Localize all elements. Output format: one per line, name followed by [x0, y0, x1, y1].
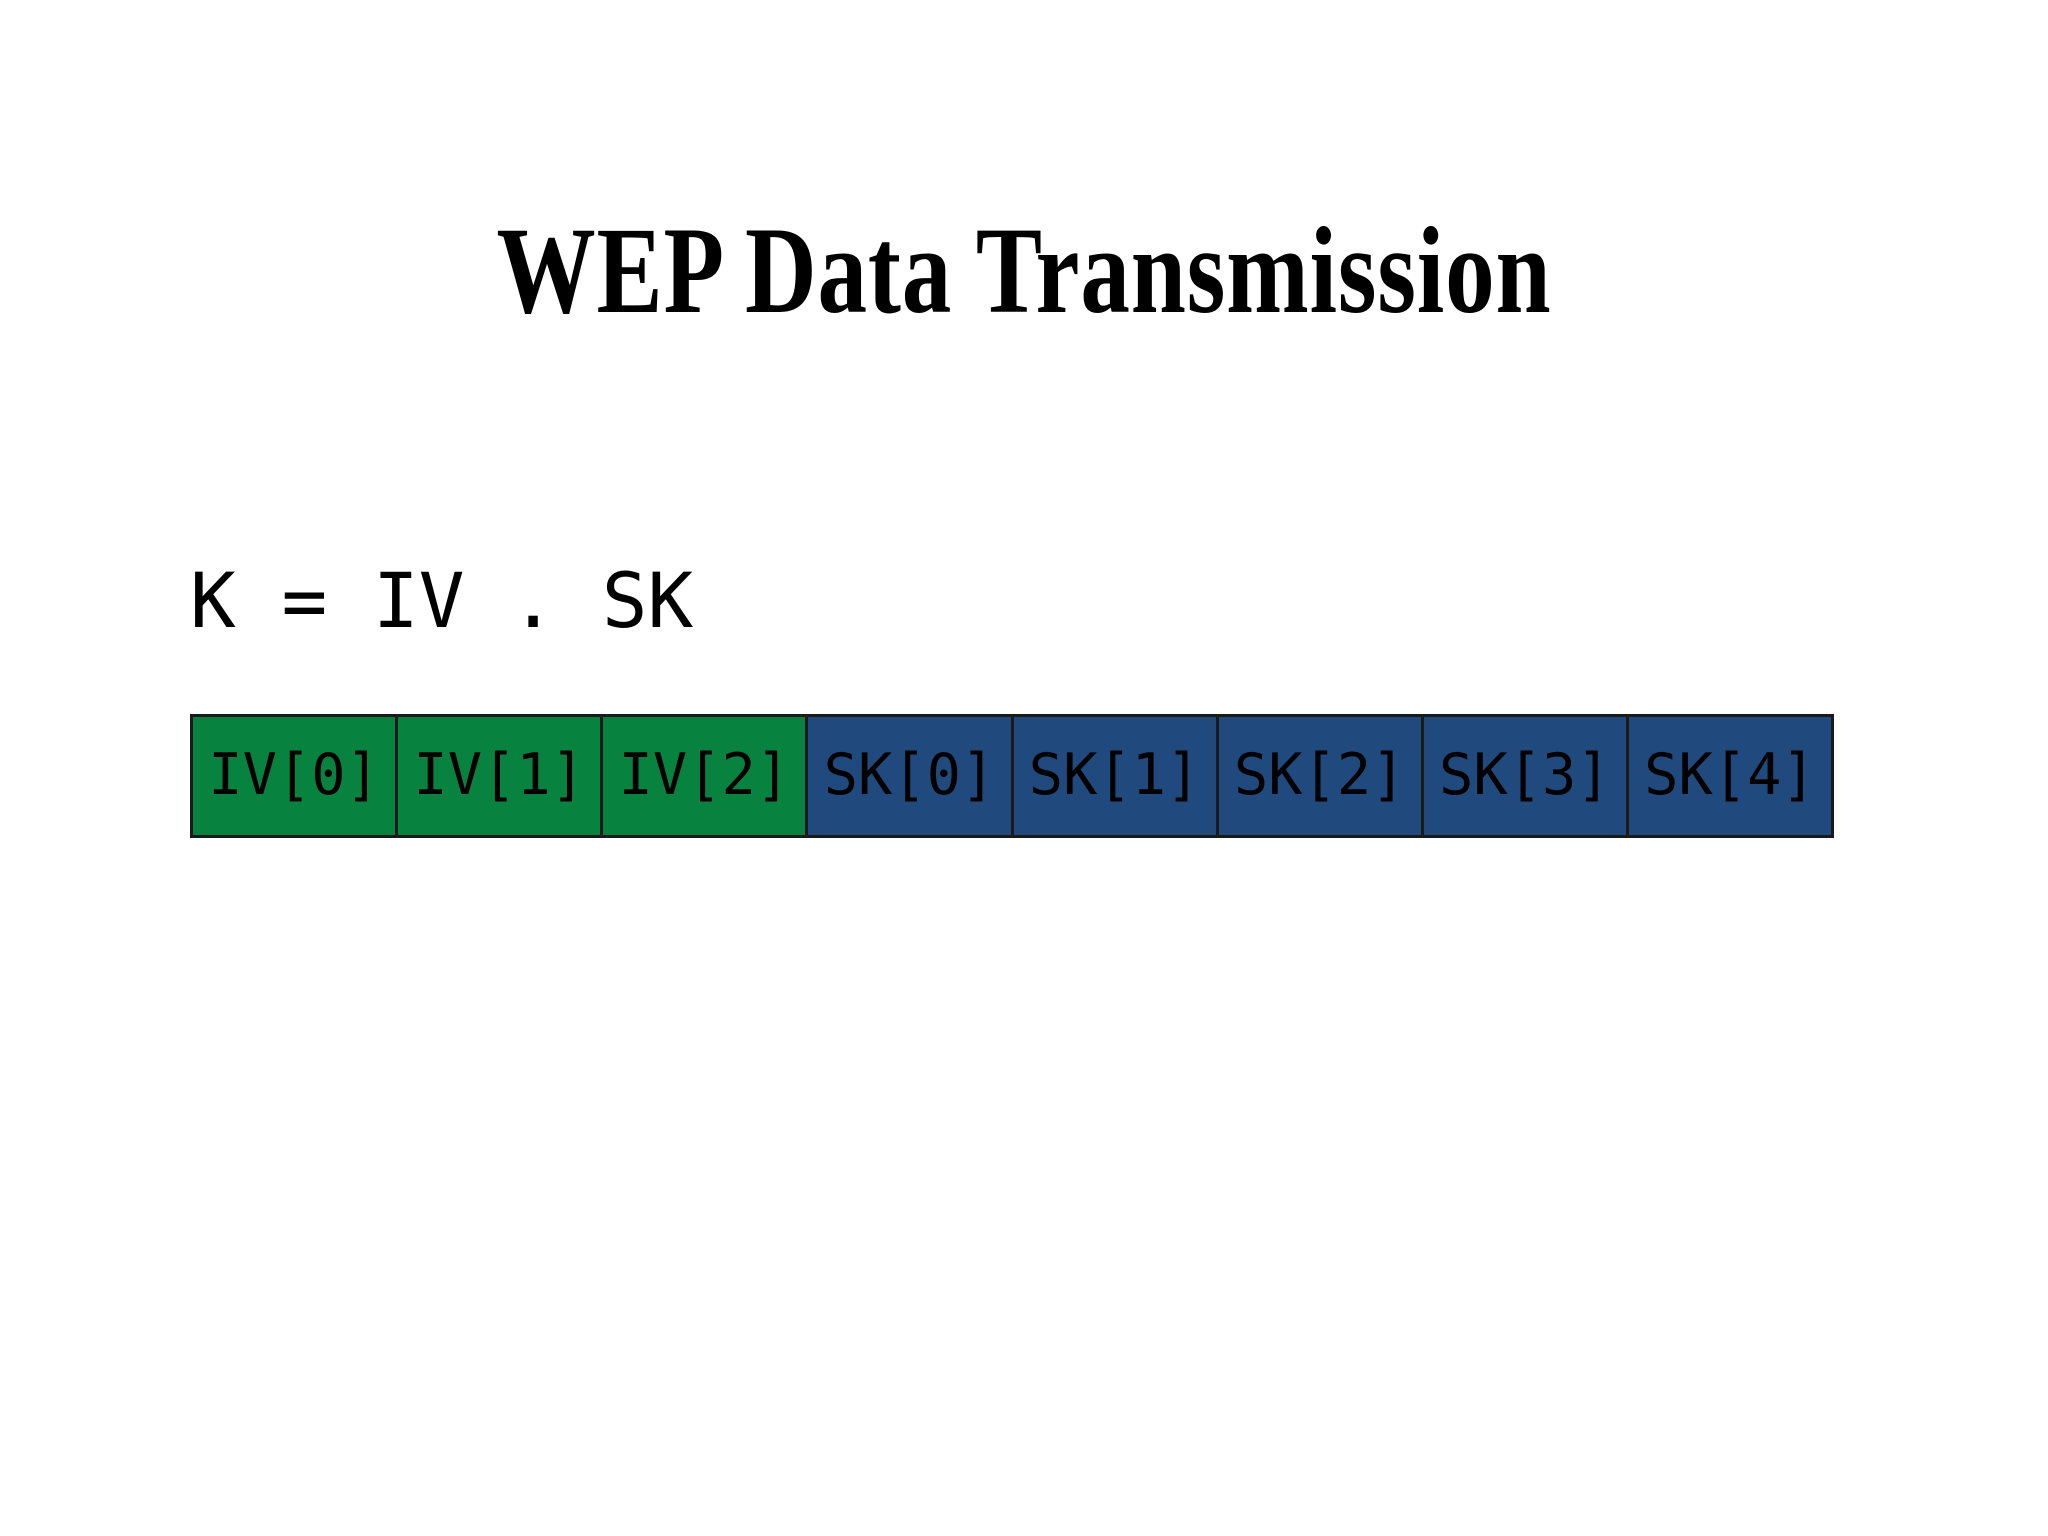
key-cell-label: IV[1] [413, 741, 585, 808]
key-cell-sk-2: SK[2] [1218, 717, 1424, 835]
key-cell-label: IV[2] [618, 741, 791, 808]
key-cell-iv-0: IV[0] [193, 717, 399, 835]
key-cell-label: SK[2] [1233, 741, 1406, 808]
key-cell-iv-1: IV[1] [398, 717, 604, 835]
key-cell-sk-0: SK[0] [808, 717, 1014, 835]
key-cell-sk-4: SK[4] [1628, 717, 1831, 835]
key-cell-label: SK[0] [823, 741, 996, 808]
key-byte-diagram: IV[0] IV[1] IV[2] SK[0] SK[1] SK[2] SK[3… [190, 714, 1834, 838]
key-cell-label: SK[3] [1439, 741, 1611, 808]
key-cell-label: SK[1] [1028, 741, 1201, 808]
key-cell-iv-2: IV[2] [603, 717, 809, 835]
key-cell-label: IV[0] [208, 741, 380, 808]
page-title: WEP Data Transmission [496, 202, 1552, 340]
key-formula-text: K = IV . SK [190, 556, 694, 645]
key-cell-sk-3: SK[3] [1423, 717, 1629, 835]
key-cell-sk-1: SK[1] [1013, 717, 1219, 835]
key-cell-label: SK[4] [1644, 741, 1816, 808]
